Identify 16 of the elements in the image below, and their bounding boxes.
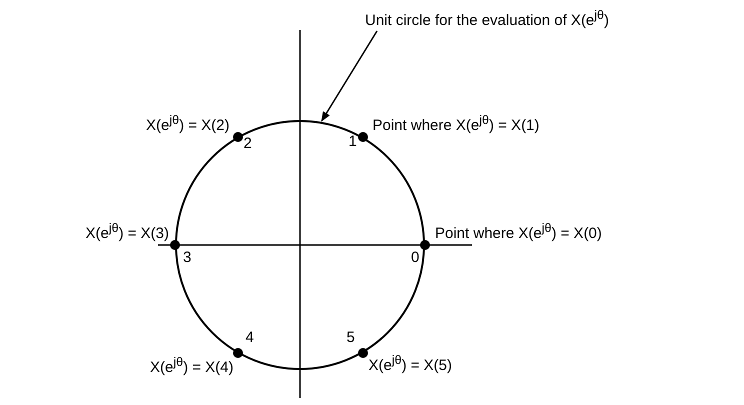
callout-text: Unit circle for the evaluation of X(e$^{jθ}$) — [365, 6, 610, 30]
point-number: 5 — [346, 329, 355, 348]
leader-line — [321, 30, 378, 122]
point-number: 0 — [411, 249, 420, 267]
point-label: X(e$^{jθ}$) = X(2) — [146, 112, 230, 135]
point-label: X(e$^{jθ}$) = X(4) — [150, 354, 234, 378]
point-label: X(e$^{jθ}$) = X(3) — [85, 220, 169, 243]
point-label: X(e$^{jθ}$) = X(5) — [368, 352, 452, 376]
point-number: 3 — [183, 249, 192, 267]
point-marker — [420, 240, 430, 250]
point-number: 4 — [246, 329, 254, 348]
point-number: 2 — [244, 134, 252, 153]
point-label: Point where X(e$^{jθ}$) = X(1) — [372, 112, 540, 135]
point-number: 1 — [348, 132, 357, 151]
point-label: Point where X(e$^{jθ}$) = X(0) — [435, 220, 602, 243]
point-marker — [170, 240, 180, 250]
